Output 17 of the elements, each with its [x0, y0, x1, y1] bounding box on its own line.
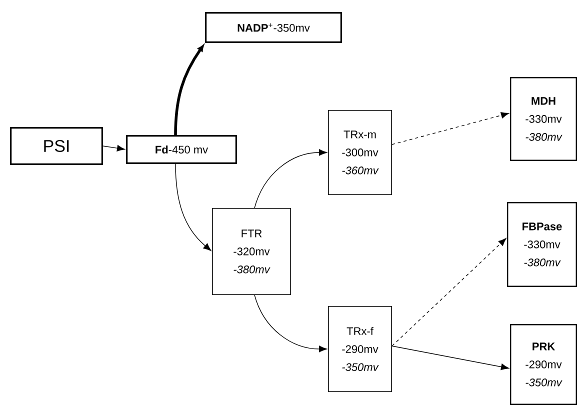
source-box: PSI: [10, 127, 103, 165]
arrow: [174, 45, 204, 136]
process-box: Fd-450 mv: [126, 135, 237, 164]
process-box: NADP$^{+}$-350mv: [205, 12, 342, 43]
arrow: [254, 294, 327, 352]
arrow: [175, 164, 212, 251]
enzyme-box: FBPase -330mv -380mv: [507, 202, 577, 287]
arrow: [392, 346, 509, 370]
process-box: TRx-f -290mv -350mv: [328, 306, 392, 392]
process-box: TRx-m -300mv -360mv: [328, 110, 392, 195]
process-box: FTR -320mv -380mv: [212, 208, 291, 295]
arrow: [392, 238, 506, 346]
arrow: [392, 112, 509, 145]
enzyme-box: MDH -330mv -380mv: [510, 77, 577, 161]
arrow: [102, 145, 125, 152]
enzyme-box: PRK -290mv -350mv: [510, 324, 577, 405]
arrow: [254, 149, 327, 208]
